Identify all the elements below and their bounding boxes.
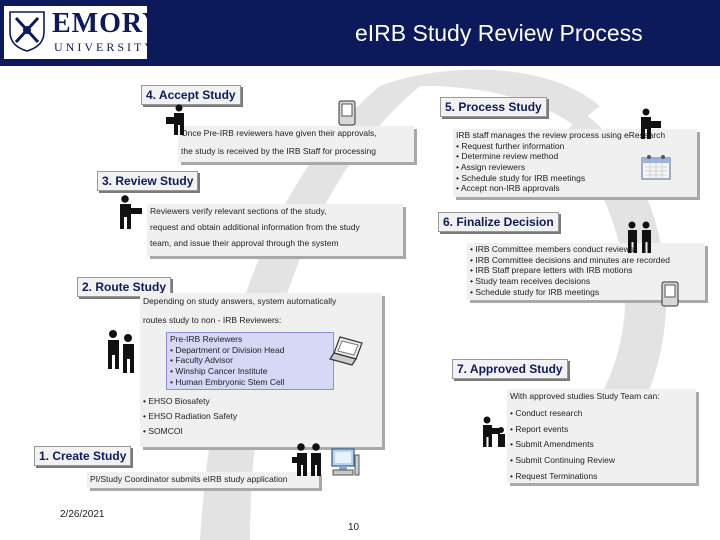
process-line: • Schedule study for IRB meetings [456,172,586,183]
calendar-icon [641,155,671,180]
approved-line: • Report events [510,423,569,434]
step-route-study: 2. Route Study [77,277,172,297]
people-icon [108,330,134,373]
page-title: eIRB Study Review Process [355,20,643,46]
pda-icon [338,100,356,126]
approved-line: • Request Terminations [510,470,598,481]
safety-line: • EHSO Biosafety [143,396,210,406]
safety-reviewers-list: • EHSO Biosafety • EHSO Radiation Safety… [143,396,237,436]
finalize-line: • IRB Committee members conduct reviews [470,244,635,254]
route-line: routes study to non - IRB Reviewers: [143,314,282,325]
finalize-line: • IRB Staff prepare letters with IRB mot… [470,265,633,276]
step-accept-study: 4. Accept Study [141,85,241,105]
logo-subtitle: UNIVERSITY [54,40,156,54]
step-create-study: 1. Create Study [34,446,132,466]
approved-line: With approved studies Study Team can: [510,391,660,401]
person-icon [120,195,142,229]
pre-irb-reviewers-box: Pre-IRB Reviewers • Department or Divisi… [166,332,334,390]
university-seal-icon [9,11,45,52]
person-icon [483,416,505,447]
safety-line: • EHSO Radiation Safety [143,411,238,421]
step-approved-study: 7. Approved Study [452,359,568,379]
people-icon [292,443,321,476]
process-line: • Assign reviewers [456,161,526,172]
route-line: Depending on study answers, system autom… [143,296,337,306]
prereviewer-line: • Winship Cancer Institute [170,365,268,376]
accept-line: Once Pre-IRB reviewers have given their … [181,128,377,138]
review-line: request and obtain additional informatio… [150,221,360,232]
step-finalize-decision: 6. Finalize Decision [438,212,559,232]
prereviewer-line: • Human Embryonic Stem Cell [170,376,285,387]
prereviewer-line: • Department or Division Head [170,344,285,355]
prereviewer-line: Pre-IRB Reviewers [170,334,243,344]
process-line: • Accept non-IRB approvals [456,183,560,194]
computer-icon [331,448,360,476]
approved-line: • Conduct research [510,407,583,418]
step-review-study: 3. Review Study [97,171,199,191]
approved-study-box: With approved studies Study Team can: • … [507,389,696,483]
create-study-box: PI/Study Coordinator submits eIRB study … [87,472,319,488]
create-line: PI/Study Coordinator submits eIRB study … [90,474,288,484]
person-icon [641,108,661,139]
logo-wordmark: EMORY [52,8,164,39]
pda-icon [661,281,679,307]
process-line: • Determine review method [456,151,559,162]
step-process-study: 5. Process Study [440,97,547,117]
laptop-icon [329,336,363,366]
review-study-box: Reviewers verify relevant sections of th… [147,204,403,256]
finalize-line: • Study team receives decisions [470,275,591,286]
process-line: • Request further information [456,140,565,151]
review-line: team, and issue their approval through t… [150,237,339,248]
accept-line: the study is received by the IRB Staff f… [181,145,376,156]
footer-date: 2/26/2021 [60,509,105,520]
finalize-line: • Schedule study for IRB meetings [470,286,600,297]
person-icon [166,104,184,135]
safety-line: • SOMCOI [143,426,183,436]
approved-line: • Submit Continuing Review [510,455,616,465]
review-line: Reviewers verify relevant sections of th… [150,206,327,216]
process-line: IRB staff manages the review process usi… [456,130,666,140]
prereviewer-line: • Faculty Advisor [170,355,233,366]
people-icon [628,221,651,253]
approved-line: • Submit Amendments [510,439,594,450]
page-number: 10 [348,522,360,533]
finalize-line: • IRB Committee decisions and minutes ar… [470,254,670,265]
accept-study-box: Once Pre-IRB reviewers have given their … [178,126,414,162]
